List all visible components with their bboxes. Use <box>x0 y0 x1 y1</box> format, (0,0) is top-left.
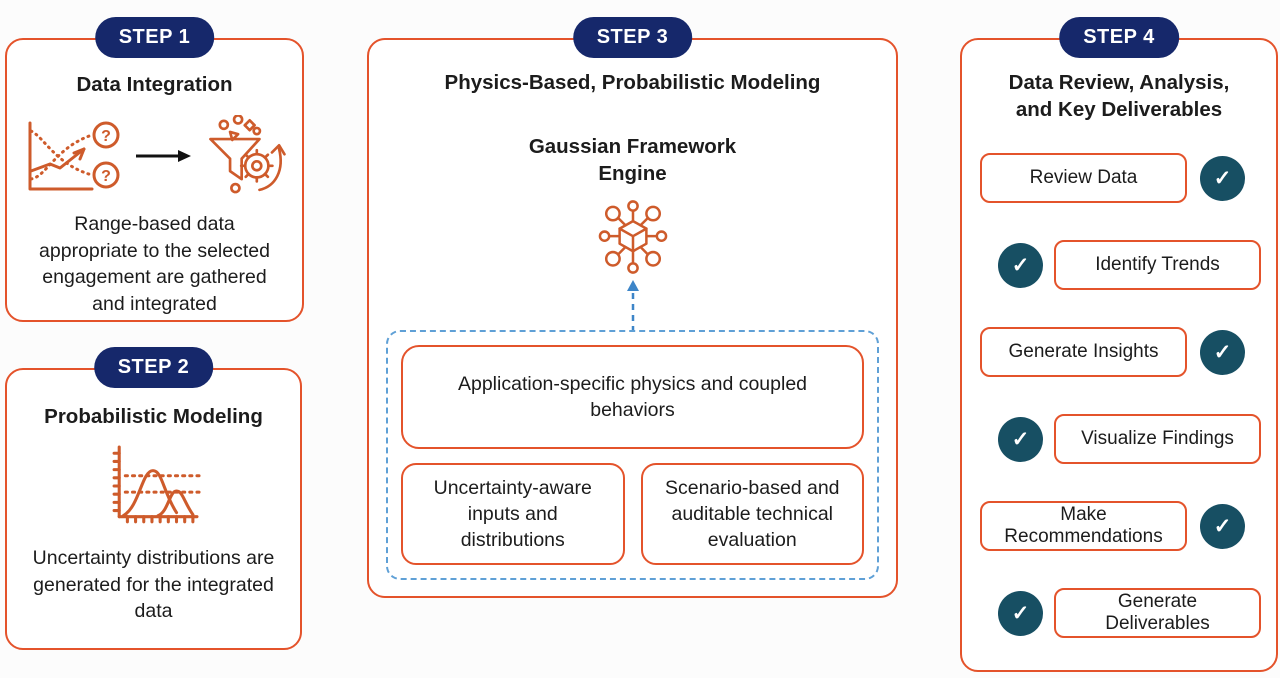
check-icon: ✓ <box>1200 329 1245 375</box>
component-box-inputs: Uncertainty-aware inputs and distributio… <box>401 462 625 565</box>
check-icon: ✓ <box>1200 155 1245 201</box>
step4-badge: STEP 4 <box>1059 17 1179 58</box>
step1-badge: STEP 1 <box>94 17 215 58</box>
task-row-review-data: Review Data ✓ <box>980 153 1276 204</box>
task-label: Generate Deliverables <box>1054 588 1261 639</box>
check-icon: ✓ <box>998 590 1043 636</box>
task-row-make-recommendations: Make Recommendations ✓ <box>980 501 1276 552</box>
step3-badge: STEP 3 <box>572 17 693 58</box>
task-label: Generate Insights <box>980 327 1187 378</box>
task-label: Visualize Findings <box>1054 414 1261 465</box>
task-row-visualize-findings: ✓ Visualize Findings <box>998 414 1276 465</box>
step1-icon-row: ? ? <box>7 114 302 197</box>
component-box-evaluation: Scenario-based and auditable technical e… <box>640 462 864 565</box>
component-box-physics: Application-specific physics and coupled… <box>401 344 864 449</box>
task-label: Identify Trends <box>1054 240 1261 291</box>
step2-badge: STEP 2 <box>93 347 214 388</box>
check-icon: ✓ <box>998 416 1043 462</box>
step3-card: STEP 3 Physics-Based, Probabilistic Mode… <box>367 17 898 598</box>
step1-title: Data Integration <box>76 73 233 96</box>
step3-subtitle: Gaussian Framework Engine <box>528 134 737 186</box>
svg-text:?: ? <box>101 168 111 185</box>
network-cube-icon <box>594 196 672 278</box>
step3-title: Physics-Based, Probabilistic Modeling <box>444 71 821 94</box>
step2-card: STEP 2 Probabilistic Modeling Uncertaint… <box>5 347 302 650</box>
check-icon: ✓ <box>998 242 1043 288</box>
task-row-generate-deliverables: ✓ Generate Deliverables <box>998 588 1276 639</box>
funnel-process-icon <box>206 114 288 197</box>
task-row-generate-insights: Generate Insights ✓ <box>980 327 1276 378</box>
right-arrow-icon <box>134 149 192 163</box>
step1-card: STEP 1 Data Integration ? ? <box>5 17 304 322</box>
uncertain-chart-icon: ? ? <box>22 119 120 193</box>
svg-text:?: ? <box>101 128 111 145</box>
check-icon: ✓ <box>1200 503 1245 549</box>
task-row-identify-trends: ✓ Identify Trends <box>998 240 1276 291</box>
step2-title: Probabilistic Modeling <box>44 405 263 428</box>
task-label: Review Data <box>980 153 1187 204</box>
step2-icon-row <box>7 443 300 531</box>
step1-description: Range-based data appropriate to the sele… <box>39 212 270 316</box>
engine-components-group: Application-specific physics and coupled… <box>386 329 879 580</box>
step2-description: Uncertainty distributions are generated … <box>32 546 275 623</box>
step4-title: Data Review, Analysis, and Key Deliverab… <box>1008 71 1230 121</box>
dashed-up-arrow <box>625 279 641 330</box>
distribution-curves-icon <box>104 443 204 531</box>
step4-task-list: Review Data ✓ ✓ Identify Trends Generate… <box>962 153 1276 639</box>
step4-card: STEP 4 Data Review, Analysis, and Key De… <box>960 17 1278 672</box>
task-label: Make Recommendations <box>980 501 1187 552</box>
